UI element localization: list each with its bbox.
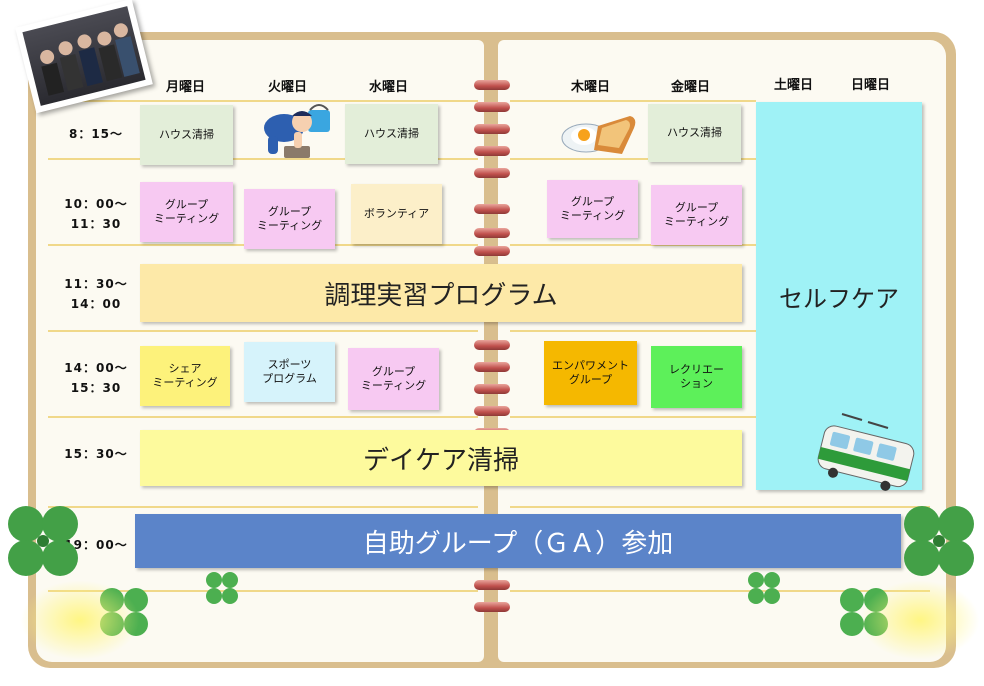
card-thu-empower: エンパワメント グループ [544, 341, 637, 405]
time-1530: 15：30～ [64, 447, 128, 461]
card-tue-sports: スポーツ プログラム [244, 342, 335, 402]
clover-decoration-left [2, 500, 86, 590]
day-saturday: 土曜日 [774, 78, 814, 93]
cooking-label: 調理実習プログラム [324, 280, 558, 311]
day-friday: 金曜日 [671, 80, 711, 95]
ga-label: 自助グループ（ＧＡ）参加 [362, 528, 674, 559]
cleaning-person-illustration [254, 102, 338, 166]
card-fri-recreation: レクリエー ション [651, 346, 742, 408]
time-1900: 19：00～ [64, 538, 128, 552]
card-mon-house: ハウス清掃 [140, 105, 233, 165]
day-wednesday: 水曜日 [369, 80, 409, 95]
card-fri-group: グループ ミーティング [651, 185, 742, 245]
group-photo [15, 0, 153, 114]
clover-decoration-right-tiny [746, 570, 782, 606]
clover-decoration-right [898, 500, 982, 590]
train-illustration [812, 410, 918, 494]
ga-band: 自助グループ（ＧＡ）参加 [135, 514, 901, 568]
day-sunday: 日曜日 [851, 78, 891, 93]
card-wed-house: ハウス清掃 [345, 104, 438, 164]
toast-egg-illustration [560, 110, 640, 162]
day-monday: 月曜日 [166, 80, 206, 95]
day-thursday: 木曜日 [571, 80, 611, 95]
clover-decoration-left-tiny [204, 570, 240, 606]
day-tuesday: 火曜日 [268, 80, 308, 95]
card-fri-house: ハウス清掃 [648, 104, 741, 162]
glow-decoration-right [860, 580, 980, 660]
time-1400: 14：00～ 15：30 [64, 361, 128, 395]
card-tue-group: グループ ミーティング [244, 189, 335, 249]
daycare-cleaning-label: デイケア清掃 [362, 445, 519, 476]
time-1130: 11：30～ 14：00 [64, 277, 128, 311]
card-mon-group: グループ ミーティング [140, 182, 233, 242]
selfcare-label: セルフケア [779, 284, 899, 313]
selfcare-band: セルフケア [756, 102, 922, 490]
glow-decoration-left [20, 580, 140, 660]
time-0815: 8：15～ [68, 127, 124, 141]
cooking-band: 調理実習プログラム [140, 264, 742, 322]
daycare-cleaning-band: デイケア清掃 [140, 430, 742, 486]
card-thu-group: グループ ミーティング [547, 180, 638, 238]
card-mon-share: シェア ミーティング [140, 346, 230, 406]
time-1000: 10：00～ 11：30 [64, 197, 128, 231]
card-wed-volunteer: ボランティア [351, 184, 442, 244]
card-wed-group: グループ ミーティング [348, 348, 439, 410]
